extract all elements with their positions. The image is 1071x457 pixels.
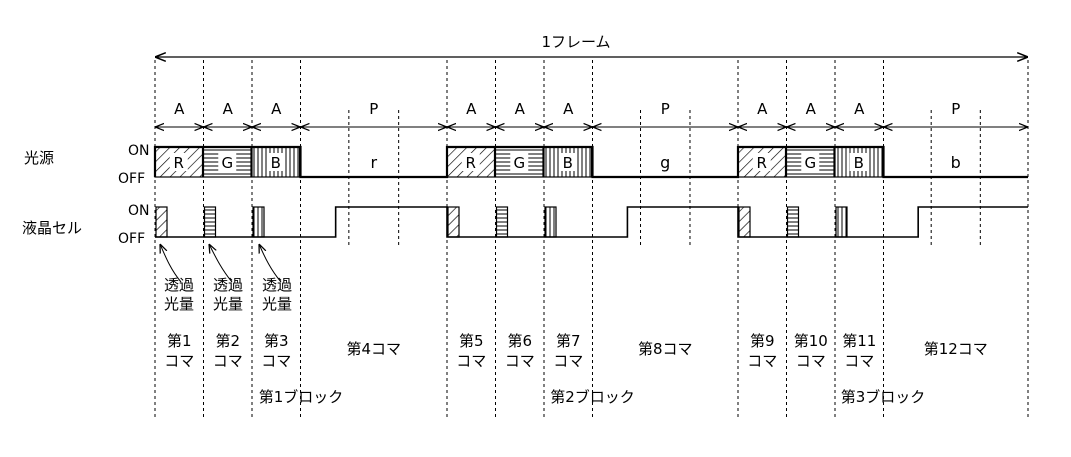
- light-box-label-r: R: [466, 154, 476, 172]
- light-box-label-r: R: [174, 154, 184, 172]
- frame-number-label: 第11: [842, 332, 876, 350]
- frame-unit-label: コマ: [844, 352, 874, 370]
- light-box-label-r: R: [757, 154, 767, 172]
- frame-number-label: 第7: [556, 332, 581, 350]
- segment-label: A: [174, 100, 185, 118]
- frame-number-label: 第2: [215, 332, 240, 350]
- light-box-label-g: G: [513, 154, 525, 172]
- transmitted-light-label-3-line1: 透過: [262, 276, 292, 294]
- transmitted-light-label-3-line2: 光量: [262, 295, 292, 313]
- lc-cell-off-label: OFF: [118, 231, 145, 247]
- light-source-off-label: OFF: [118, 171, 145, 187]
- light-box-label-b: B: [563, 154, 573, 172]
- light-source-label: 光源: [24, 149, 54, 167]
- sub-color-label: g: [660, 153, 670, 172]
- frame-number-label: 第6: [507, 332, 532, 350]
- lc-pulse-b: [836, 207, 847, 237]
- segment-label: A: [223, 100, 234, 118]
- segment-label: P: [369, 100, 378, 118]
- frame-unit-label: コマ: [164, 352, 194, 370]
- segment-label: A: [854, 100, 865, 118]
- frame-unit-label: コマ: [261, 352, 291, 370]
- frame-unit-label: コマ: [505, 352, 535, 370]
- frame-number-label: 第3: [264, 332, 289, 350]
- frame-unit-label: コマ: [796, 352, 826, 370]
- lc-pulse-r: [156, 207, 167, 237]
- frame-number-label: 第1: [167, 332, 192, 350]
- segment-label: P: [661, 100, 670, 118]
- frame-unit-label: コマ: [553, 352, 583, 370]
- frame-number-label: 第4コマ: [346, 340, 401, 358]
- lc-cell-on-label: ON: [128, 203, 150, 219]
- transmitted-light-label-1-line2: 光量: [164, 295, 194, 313]
- block-label: 第1ブロック: [259, 388, 344, 406]
- block-label: 第3ブロック: [841, 388, 926, 406]
- segment-label: A: [466, 100, 477, 118]
- frame-number-label: 第9: [750, 332, 775, 350]
- segment-label: A: [515, 100, 526, 118]
- segment-label: A: [563, 100, 574, 118]
- segment-label: A: [271, 100, 282, 118]
- sub-color-label: r: [370, 153, 377, 172]
- light-box-label-b: B: [854, 154, 864, 172]
- lc-pulse-r: [739, 207, 750, 237]
- light-box-label-g: G: [804, 154, 816, 172]
- lc-pulse-g: [205, 207, 216, 237]
- frame-unit-label: コマ: [747, 352, 777, 370]
- lc-pulse-b: [545, 207, 556, 237]
- segment-label: A: [757, 100, 768, 118]
- lc-pulse-g: [497, 207, 508, 237]
- lc-pulse-g: [788, 207, 799, 237]
- transmitted-light-label-1-line1: 透過: [164, 276, 194, 294]
- block-label: 第2ブロック: [550, 388, 635, 406]
- lc-cell-label: 液晶セル: [22, 219, 82, 237]
- light-box-label-g: G: [221, 154, 233, 172]
- blocks-layer: A A A P R G Br 第1 コマ 第2 コマ 第3 コマ 第4コマ第1ブロック A A A P R G Bg 第5…: [155, 60, 1028, 420]
- segment-label: P: [951, 100, 960, 118]
- frame-number-label: 第12コマ: [924, 340, 988, 358]
- frame-label: 1フレーム: [541, 33, 610, 51]
- transmitted-light-label-2-line1: 透過: [213, 276, 243, 294]
- frame-unit-label: コマ: [213, 352, 243, 370]
- transmitted-light-label-2-line2: 光量: [213, 295, 243, 313]
- segment-label: A: [806, 100, 817, 118]
- lc-pulse-b: [253, 207, 264, 237]
- transmitted-light-callouts: 透過 光量 透過 光量 透過 光量: [160, 244, 292, 313]
- frame-number-label: 第5: [459, 332, 484, 350]
- lc-cell-waveform: [155, 207, 1028, 237]
- frame-number-label: 第10: [794, 332, 828, 350]
- light-box-label-b: B: [271, 154, 281, 172]
- frame-unit-label: コマ: [456, 352, 486, 370]
- lc-pulse-r: [448, 207, 459, 237]
- light-source-on-label: ON: [128, 143, 150, 159]
- frame-number-label: 第8コマ: [638, 340, 693, 358]
- sub-color-label: b: [951, 153, 961, 172]
